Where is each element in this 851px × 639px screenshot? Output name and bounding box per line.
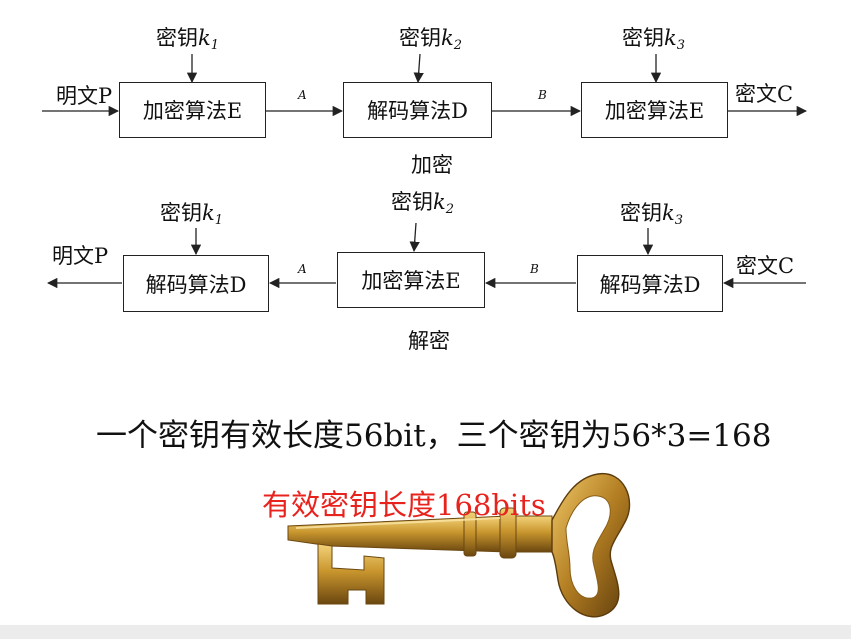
dec-key2-arrow xyxy=(409,222,420,253)
enc-box-2: 解码算法D xyxy=(343,82,492,138)
dec-key-2-label: 密钥k2 xyxy=(391,190,455,217)
enc-key-2-label: 密钥k2 xyxy=(399,26,463,53)
enc-mid-label-a: A xyxy=(298,88,307,102)
enc-caption: 加密 xyxy=(411,153,453,177)
key-length-caption: 有效密钥长度168bits xyxy=(262,488,546,522)
enc-input-label: 明文P xyxy=(56,84,113,108)
dec-caption: 解密 xyxy=(408,329,450,353)
bottom-bar xyxy=(0,625,851,639)
enc-output-label: 密文C xyxy=(735,82,794,106)
enc-key2-arrow xyxy=(413,53,424,84)
enc-key-3-label: 密钥k3 xyxy=(622,26,686,53)
dec-box-1: 解码算法D xyxy=(123,255,269,312)
dec-output-label: 明文P xyxy=(52,244,109,268)
enc-box-3: 加密算法E xyxy=(581,82,728,138)
dec-box-3: 解码算法D xyxy=(577,255,723,312)
key-length-statement: 一个密钥有效长度56bit，三个密钥为56*3=168 xyxy=(96,418,772,454)
dec-mid-label-a: A xyxy=(298,262,307,276)
dec-key-3-label: 密钥k3 xyxy=(620,201,684,228)
dec-input-label: 密文C xyxy=(736,254,795,278)
dec-mid-label-b: B xyxy=(530,262,539,276)
enc-key-1-label: 密钥k1 xyxy=(156,26,220,53)
dec-box-2: 加密算法E xyxy=(337,252,485,308)
dec-key-1-label: 密钥k1 xyxy=(160,201,224,228)
enc-mid-label-b: B xyxy=(538,88,547,102)
enc-box-1: 加密算法E xyxy=(119,82,266,138)
